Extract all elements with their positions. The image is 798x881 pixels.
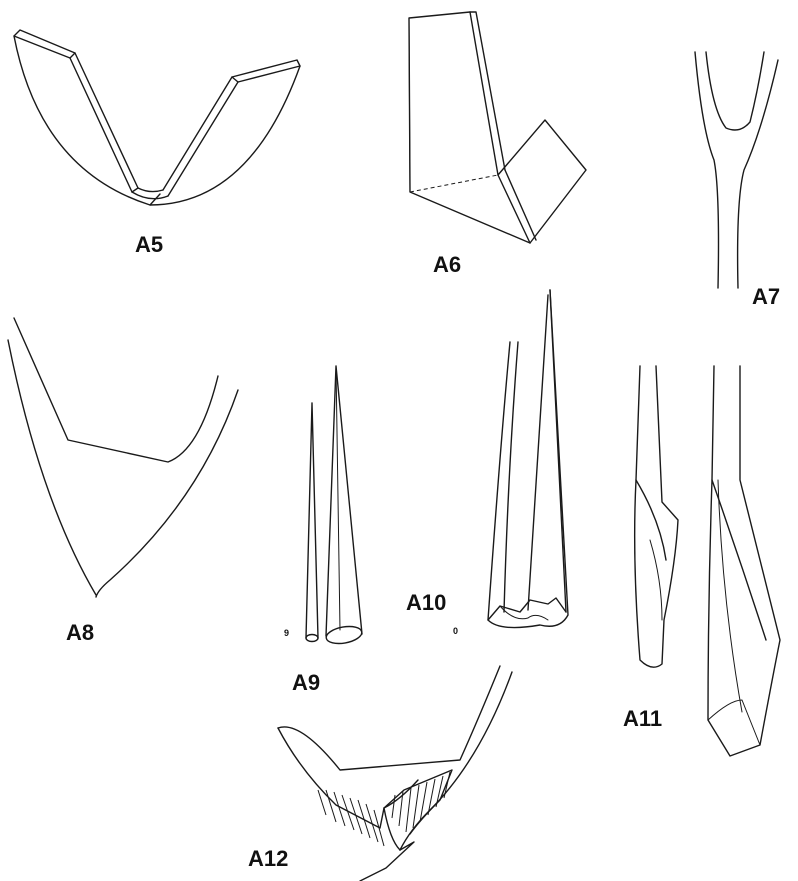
label-a5: A5 (135, 232, 163, 257)
label-a11: A11 (623, 706, 662, 731)
label-a10: A10 (406, 590, 446, 615)
label-a12: A12 (248, 846, 288, 871)
label-a8: A8 (66, 620, 94, 645)
drawing-a10 (488, 290, 568, 628)
label-a7: A7 (752, 284, 780, 309)
drawing-a5 (14, 30, 300, 205)
mark-a9: 9 (284, 628, 289, 638)
drawing-a9 (306, 366, 363, 646)
mark-a10: 0 (453, 626, 458, 636)
drawing-a6 (409, 12, 586, 243)
drawing-a12 (278, 666, 512, 881)
label-a9: A9 (292, 670, 320, 695)
label-a6: A6 (433, 252, 461, 277)
drawing-a7 (695, 52, 778, 288)
drawing-a8 (8, 318, 238, 597)
drawing-a11 (635, 366, 780, 756)
